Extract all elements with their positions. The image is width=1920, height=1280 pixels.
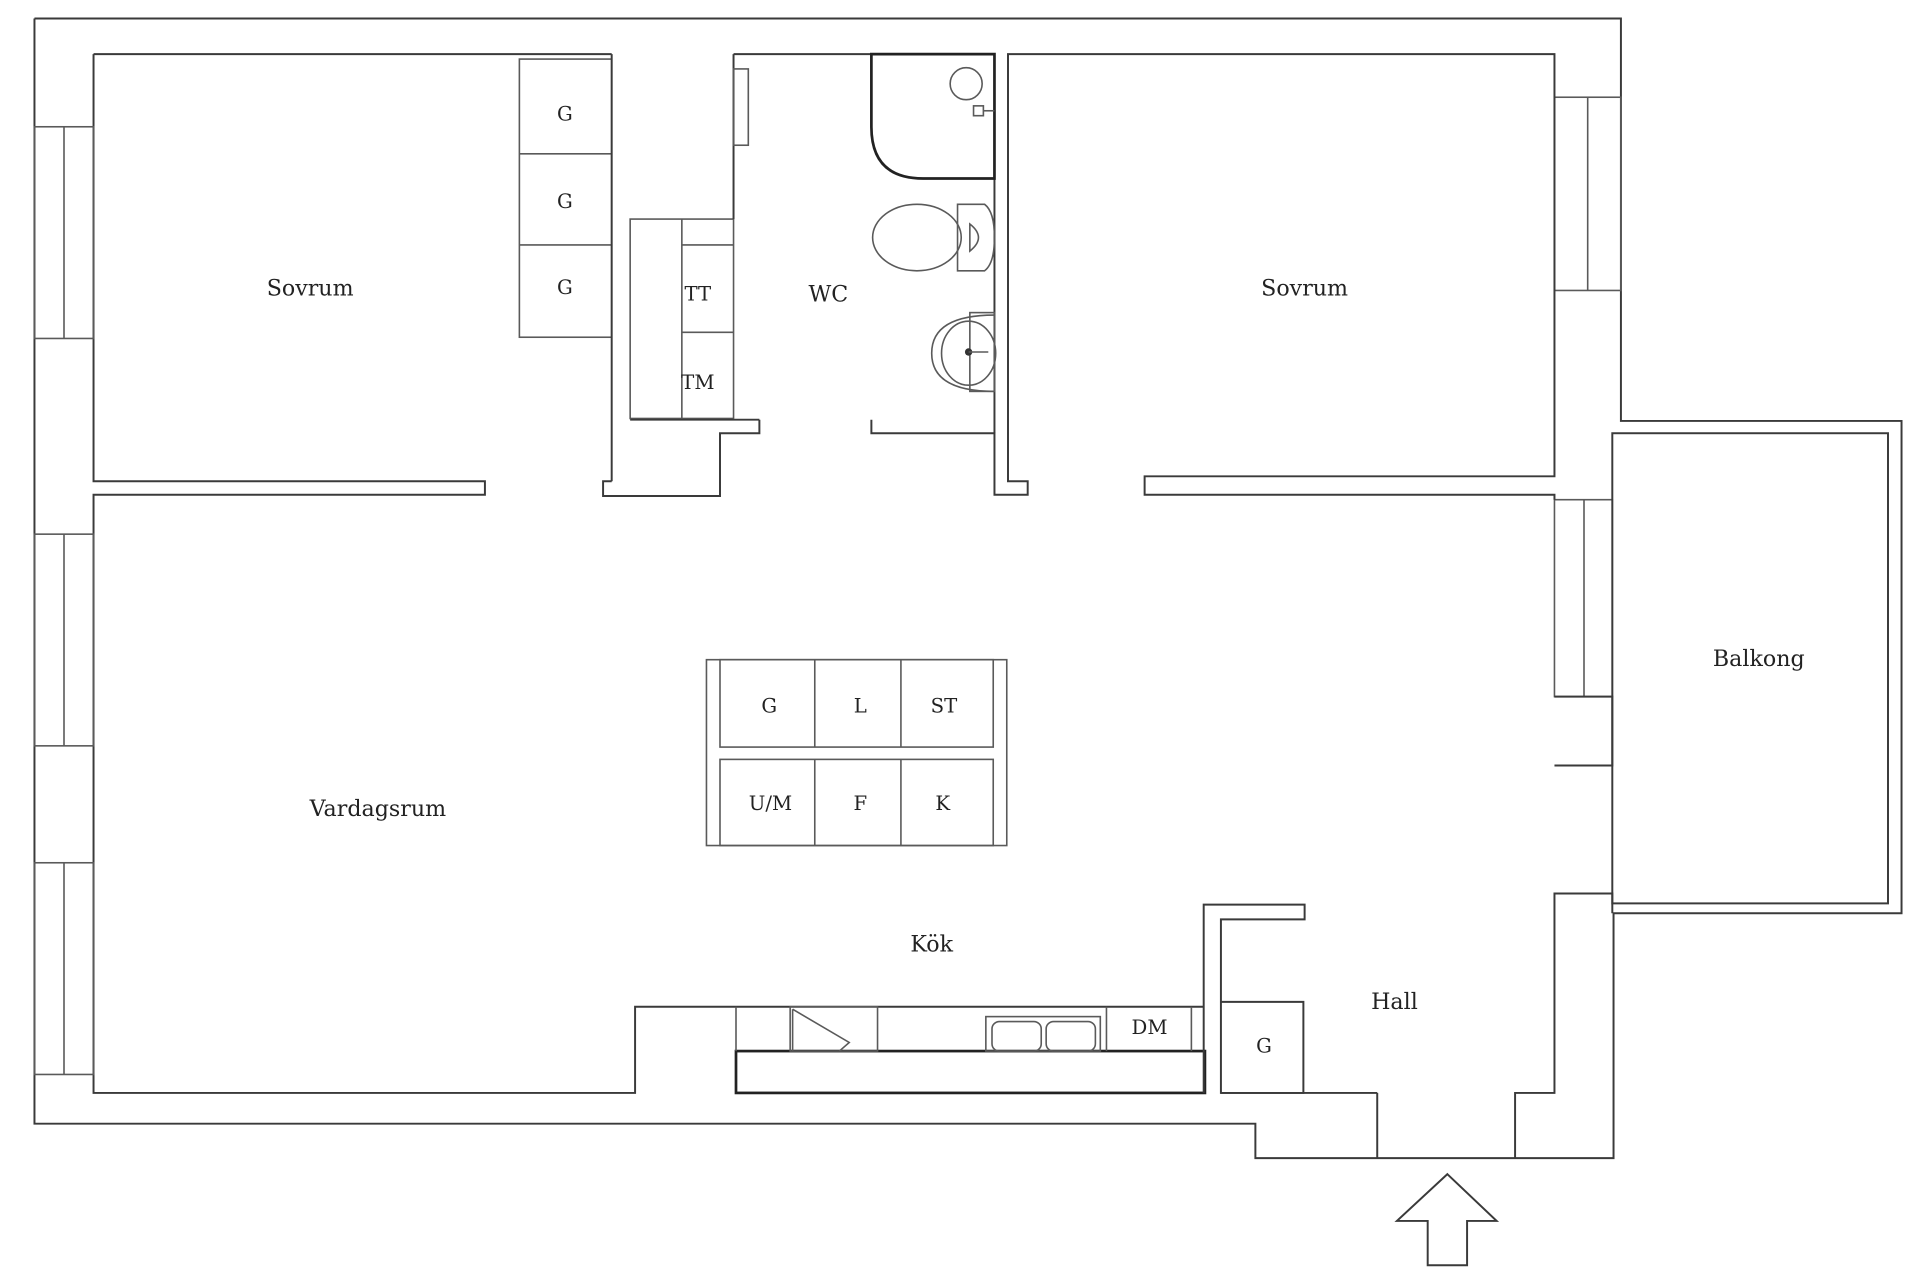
wc-walls <box>732 53 1556 500</box>
sink-icon <box>930 311 997 393</box>
washing-machine-label: TM <box>681 371 714 394</box>
room-label-sovrum-right: Sovrum <box>1261 275 1348 301</box>
hall-walls <box>1202 892 1614 1159</box>
kitchen-sink-icon <box>985 1015 1102 1052</box>
tumble-dryer-label: TT <box>685 282 712 305</box>
room-label-vardagsrum: Vardagsrum <box>309 796 447 822</box>
kitchen-counter <box>734 1005 1207 1095</box>
hall-wardrobe-label: G <box>1256 1034 1272 1057</box>
windows-right <box>1553 96 1622 767</box>
bedroom-left-wardrobes <box>518 54 761 497</box>
island-label-st: ST <box>931 695 958 718</box>
kitchen-island <box>705 658 1008 847</box>
shower-icon <box>870 52 996 180</box>
room-label-hall: Hall <box>1371 989 1418 1015</box>
island-label-um: U/M <box>749 792 792 815</box>
room-label-balkong: Balkong <box>1713 646 1805 672</box>
wardrobe-label-3: G <box>557 276 573 299</box>
room-label-sovrum-left: Sovrum <box>267 275 354 301</box>
laundry-cabinet <box>629 218 760 421</box>
island-label-g: G <box>761 695 777 718</box>
wardrobe-label-2: G <box>557 190 573 213</box>
entrance-arrow-icon <box>1394 1172 1500 1267</box>
island-label-l: L <box>854 695 867 718</box>
dishwasher-label: DM <box>1132 1016 1168 1039</box>
room-label-wc: WC <box>808 282 848 308</box>
island-label-k: K <box>935 792 950 815</box>
room-label-kok: Kök <box>910 931 953 957</box>
toilet-icon <box>871 203 996 272</box>
island-label-f: F <box>853 792 867 815</box>
windows-left <box>33 125 95 1076</box>
balcony <box>1611 432 1889 905</box>
wardrobe-label-1: G <box>557 103 573 126</box>
